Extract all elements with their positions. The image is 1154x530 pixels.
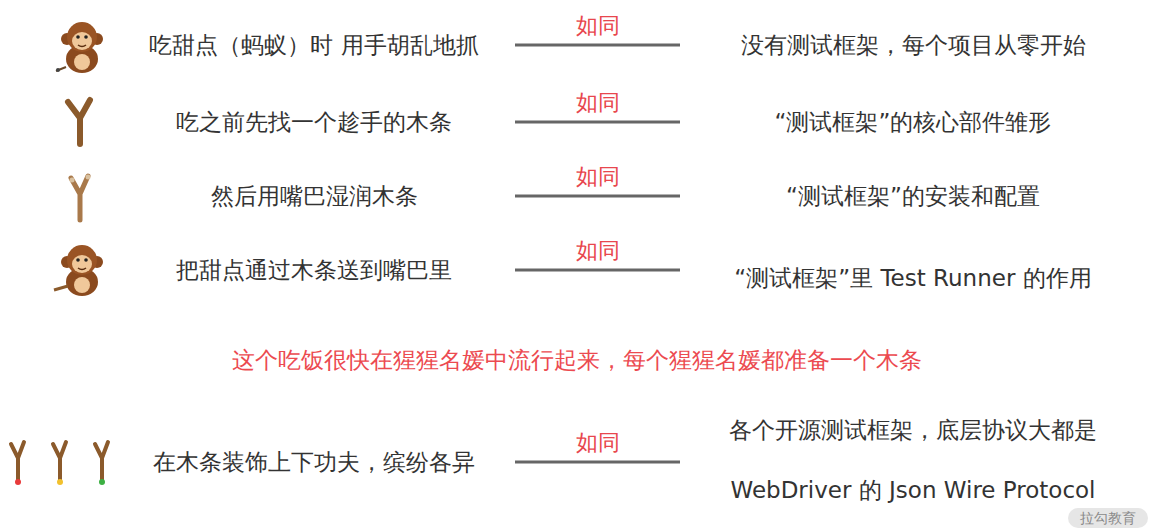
edge-label: 如同 xyxy=(576,13,620,39)
stick-icon xyxy=(70,175,91,221)
stick-icon xyxy=(95,442,108,485)
edge-label: 如同 xyxy=(576,430,620,456)
meaning-text: “测试框架”里 Test Runner 的作用 xyxy=(682,263,1144,293)
meaning-text: “测试框架”的核心部件雏形 xyxy=(682,107,1144,137)
connector-line xyxy=(515,44,680,47)
analogy-text: 把甜点通过木条送到嘴巴里 xyxy=(115,255,513,285)
connector-line xyxy=(515,121,680,124)
text-line: 把甜点通过木条送到嘴巴里 xyxy=(115,255,513,285)
stick-icon xyxy=(53,442,66,485)
analogy-text: 吃甜点（蚂蚁）时 用手胡乱地抓 xyxy=(115,30,513,60)
edge-label: 如同 xyxy=(576,164,620,190)
text-line: 吃甜点（蚂蚁）时 用手胡乱地抓 xyxy=(115,30,513,60)
text-line: 在木条装饰上下功夫，缤纷各异 xyxy=(115,447,513,477)
text-line: “测试框架”的安装和配置 xyxy=(682,181,1144,211)
meaning-text: 没有测试框架，每个项目从零开始 xyxy=(682,30,1144,60)
stick-icon xyxy=(11,442,24,485)
note-text: 这个吃饭很快在猩猩名媛中流行起来，每个猩猩名媛都准备一个木条 xyxy=(232,345,922,375)
watermark: 拉勾教育 xyxy=(1068,508,1148,528)
analogy-text: 然后用嘴巴湿润木条 xyxy=(115,181,513,211)
edge-label: 如同 xyxy=(576,90,620,116)
connector-line xyxy=(515,461,680,464)
connector-line xyxy=(515,195,680,198)
stick-icon xyxy=(68,100,90,144)
monkey-icon xyxy=(56,22,103,73)
text-line: 吃之前先找一个趁手的木条 xyxy=(115,107,513,137)
connector-line xyxy=(515,269,680,272)
text-line: 没有测试框架，每个项目从零开始 xyxy=(682,30,1144,60)
analogy-text: 吃之前先找一个趁手的木条 xyxy=(115,107,513,137)
text-line: “测试框架”里 Test Runner 的作用 xyxy=(682,263,1144,293)
meaning-text: “测试框架”的安装和配置 xyxy=(682,181,1144,211)
meaning-text: 各个开源测试框架，底层协议大都是 WebDriver 的 Json Wire P… xyxy=(682,400,1144,520)
text-line: 然后用嘴巴湿润木条 xyxy=(115,181,513,211)
text-line: “测试框架”的核心部件雏形 xyxy=(682,107,1144,137)
text-line: 各个开源测试框架，底层协议大都是 WebDriver 的 Json Wire P… xyxy=(682,400,1144,520)
analogy-text: 在木条装饰上下功夫，缤纷各异 xyxy=(115,447,513,477)
monkey-icon xyxy=(54,245,103,296)
edge-label: 如同 xyxy=(576,238,620,264)
